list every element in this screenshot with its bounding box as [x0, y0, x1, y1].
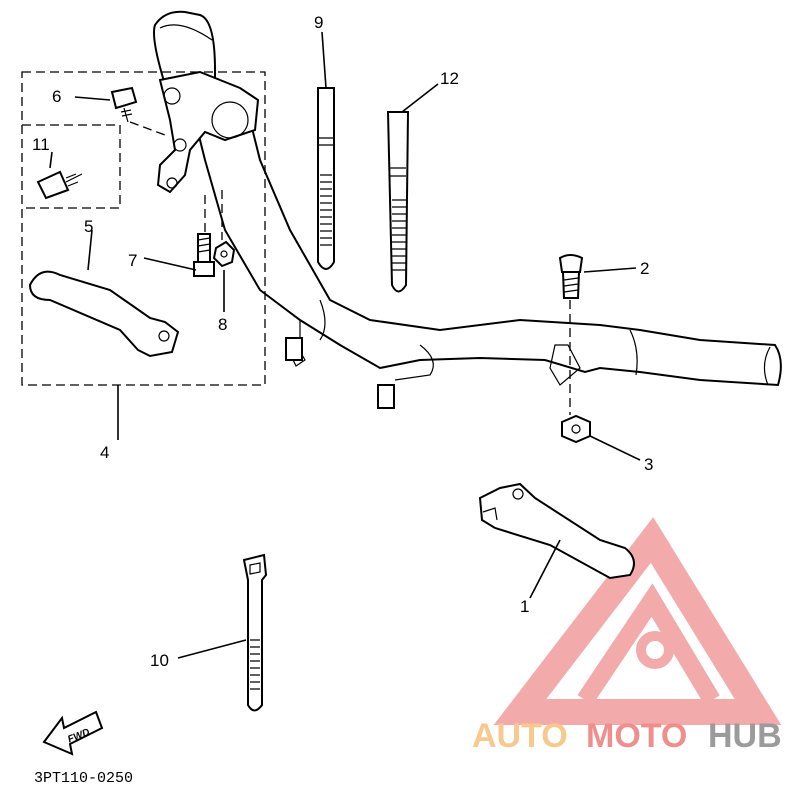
callout-12: 12: [440, 69, 459, 88]
nut-3: [561, 414, 591, 444]
callout-10: 10: [150, 651, 169, 670]
lever-holder: [156, 70, 260, 194]
callout-6: 6: [52, 87, 61, 106]
lever-1: [478, 482, 635, 580]
callout-11: 11: [32, 135, 50, 154]
callout-4: 4: [100, 443, 109, 462]
cable-tie-12: [386, 111, 410, 293]
cable-tie-10: [242, 553, 268, 712]
bolt-7: [193, 233, 215, 277]
lever-5: [28, 270, 180, 358]
watermark-hub: HUB: [708, 717, 782, 755]
nut-8: [212, 240, 236, 268]
screw-6: [110, 86, 138, 123]
assembly-line-7-8: [204, 190, 223, 240]
bolt-11: [36, 170, 83, 200]
callout-9: 9: [314, 13, 323, 32]
bolt-2: [558, 254, 584, 299]
callout-7: 7: [128, 251, 137, 270]
callout-2: 2: [640, 259, 649, 278]
callout-5: 5: [84, 217, 93, 236]
callout-3: 3: [644, 455, 653, 474]
watermark-moto: MOTO: [586, 717, 687, 755]
leader-lines: [49, 31, 641, 659]
callout-1: 1: [520, 597, 529, 616]
part-code: 3PT110-0250: [34, 770, 133, 787]
handlebar: [153, 10, 782, 409]
forward-direction-arrow: FWD: [42, 710, 104, 756]
assembly-line-6: [129, 121, 166, 136]
watermark-logo: [493, 517, 782, 725]
watermark-auto: AUTO: [472, 717, 568, 755]
cable-tie-9: [317, 87, 335, 270]
assembly-box-upper: [21, 71, 266, 386]
watermark-text: AUTO MOTO HUB: [472, 717, 782, 755]
callout-8: 8: [218, 315, 227, 334]
